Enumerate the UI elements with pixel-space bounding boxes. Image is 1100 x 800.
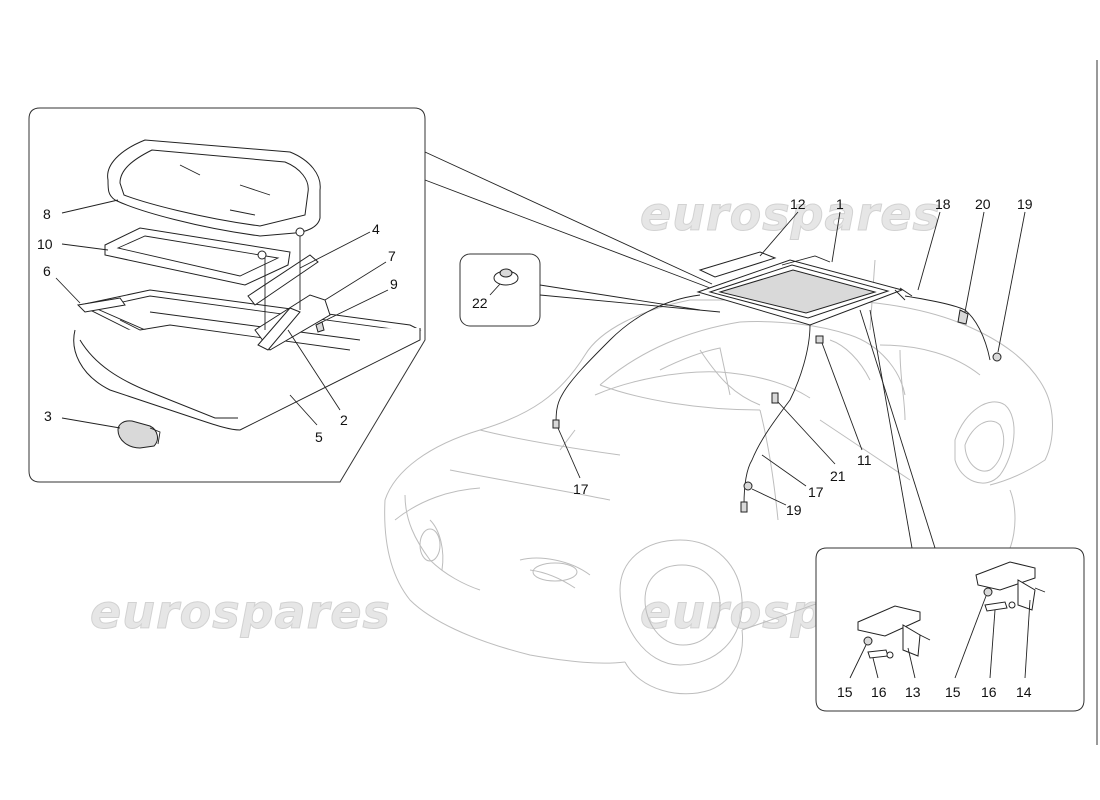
- sunroof-on-car: [696, 251, 913, 326]
- hose-clip-left: [771, 392, 779, 404]
- callout-8: 8: [43, 206, 51, 222]
- callout-18: 18: [935, 196, 951, 212]
- callout-1: 1: [836, 196, 844, 212]
- callout-4: 4: [372, 221, 380, 237]
- hinge-13: [857, 605, 931, 659]
- hose-end-front-left: [552, 419, 560, 429]
- callout-12: 12: [790, 196, 806, 212]
- callout-21: 21: [830, 468, 846, 484]
- callout-22: 22: [472, 295, 488, 311]
- watermark-bottom-left: eurospares: [90, 585, 391, 639]
- hose-end-rear-left: [740, 501, 748, 513]
- callout-5: 5: [315, 429, 323, 445]
- callout-9: 9: [390, 276, 398, 292]
- callout-6: 6: [43, 263, 51, 279]
- callout-19-top: 19: [1017, 196, 1033, 212]
- callout-10: 10: [37, 236, 53, 252]
- detail-exploded-parts: [73, 139, 422, 449]
- grommet-22: [493, 268, 519, 286]
- callout-14: 14: [1016, 684, 1032, 700]
- callout-16-left: 16: [871, 684, 887, 700]
- callout-19-bottom: 19: [786, 502, 802, 518]
- hinge-14: [975, 561, 1046, 612]
- detail-box-hinges: [815, 547, 1085, 712]
- grommet-rear: [992, 352, 1002, 362]
- callout-16-right: 16: [981, 684, 997, 700]
- drain-hoses: [552, 294, 1002, 513]
- callout-15-right: 15: [945, 684, 961, 700]
- clip-rear-right: [957, 309, 969, 325]
- clip-center: [815, 335, 824, 344]
- callout-20: 20: [975, 196, 991, 212]
- callout-17-left: 17: [573, 481, 589, 497]
- callout-13: 13: [905, 684, 921, 700]
- detail-box-part-22: [459, 253, 541, 327]
- callout-15-left: 15: [837, 684, 853, 700]
- watermark-top-right: eurospares: [640, 187, 941, 241]
- callout-11: 11: [857, 452, 872, 468]
- callout-7: 7: [388, 248, 396, 264]
- callout-17-right: 17: [808, 484, 824, 500]
- grommet-side: [743, 481, 753, 491]
- callout-3: 3: [44, 408, 52, 424]
- callout-2: 2: [340, 412, 348, 428]
